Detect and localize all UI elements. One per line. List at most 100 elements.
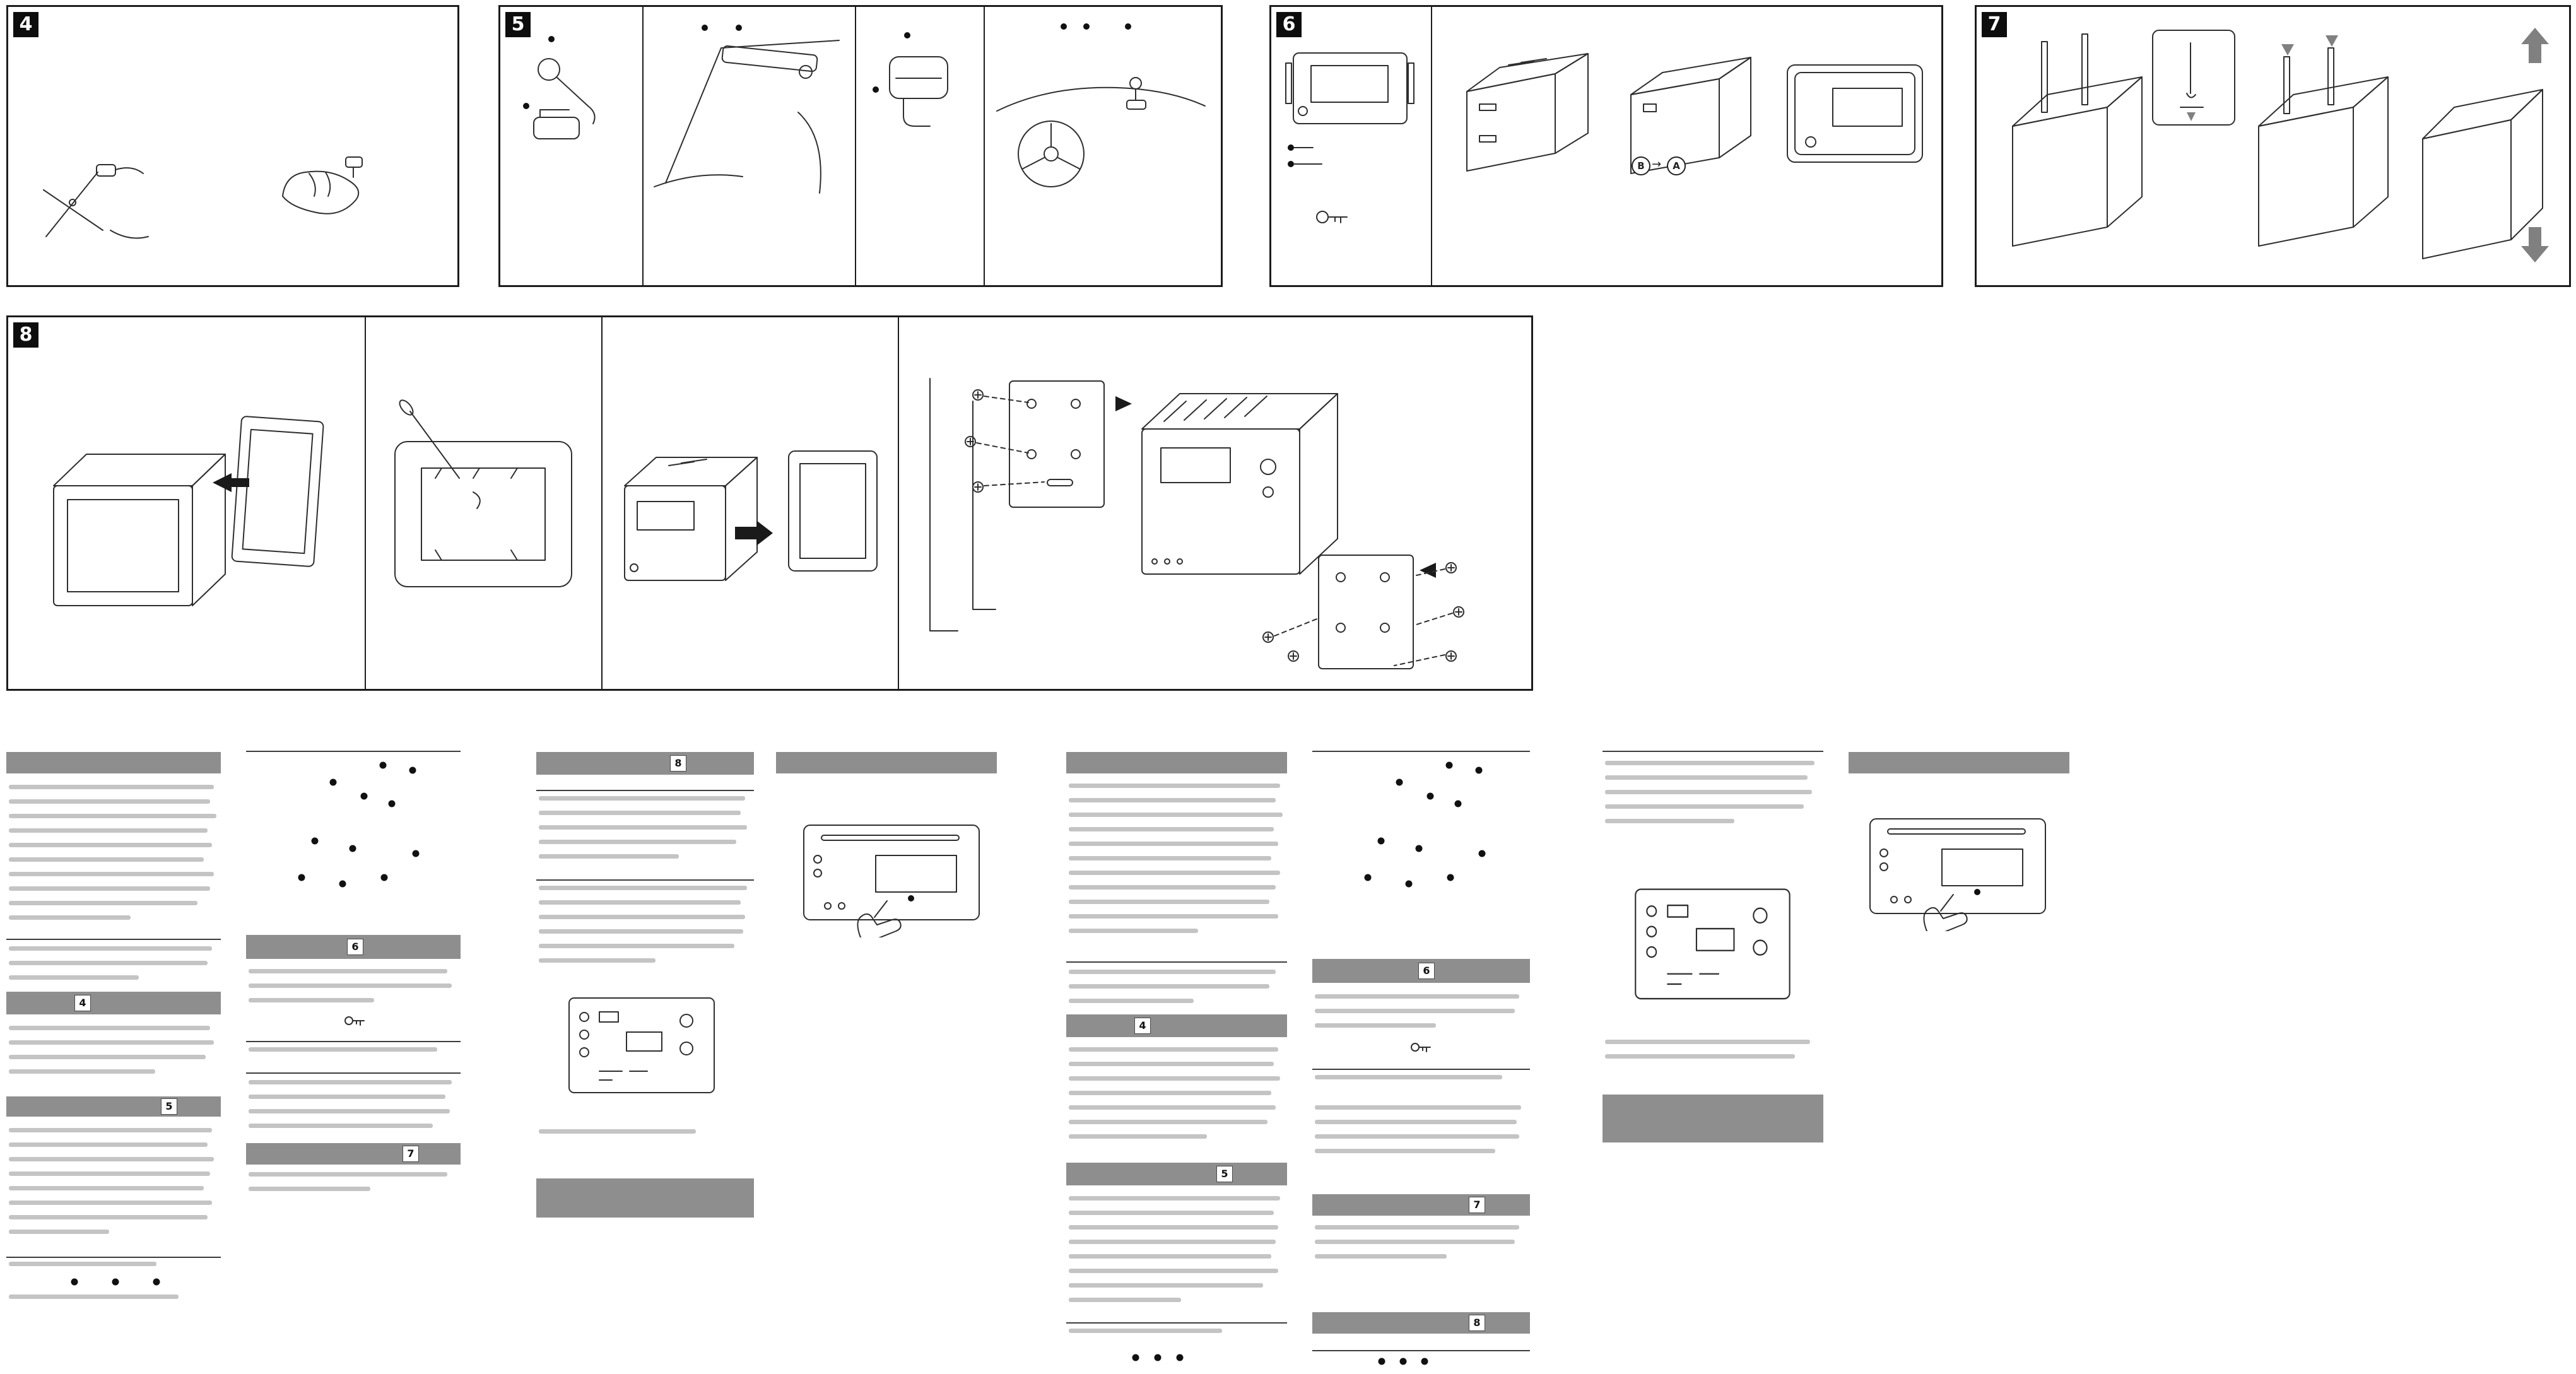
section-header: 8 xyxy=(536,752,754,775)
section-header xyxy=(776,752,997,773)
bullet-dot xyxy=(1426,792,1434,800)
step-number-label: 6 xyxy=(1282,13,1296,35)
bullet-dot xyxy=(71,1278,78,1286)
paragraph-placeholder xyxy=(249,1047,458,1062)
text-line-placeholder xyxy=(539,958,656,963)
text-line-placeholder xyxy=(539,796,745,801)
section-step-number: 6 xyxy=(351,941,359,953)
step-panel-8: 8 xyxy=(6,315,1533,691)
illustration-dashboard-mic-mount xyxy=(996,23,1206,187)
section-header: 6 xyxy=(246,935,461,959)
callout-letter: A xyxy=(1673,160,1680,172)
text-line-placeholder xyxy=(9,1201,213,1205)
text-line-placeholder xyxy=(1069,798,1276,802)
section-header: 8 xyxy=(1312,1312,1530,1334)
text-line-placeholder xyxy=(1069,827,1274,831)
text-line-placeholder xyxy=(9,1157,215,1161)
text-line-placeholder xyxy=(249,1172,448,1177)
paragraph-placeholder xyxy=(9,946,218,990)
paragraph-placeholder xyxy=(249,1172,458,1201)
text-line-placeholder xyxy=(9,1262,156,1266)
text-line-placeholder xyxy=(249,1109,450,1113)
warning-header xyxy=(536,1178,754,1218)
text-line-placeholder xyxy=(539,915,745,919)
section-header: 5 xyxy=(6,1096,221,1117)
text-line-placeholder xyxy=(249,1124,433,1128)
text-line-placeholder xyxy=(1069,1134,1207,1139)
divider xyxy=(1603,751,1823,752)
text-line-placeholder xyxy=(539,1129,697,1134)
section-step-badge: 7 xyxy=(403,1146,419,1162)
text-line-placeholder xyxy=(9,1142,208,1147)
illustration-dash-opening-tabs xyxy=(394,399,572,587)
paragraph-placeholder xyxy=(1069,1329,1271,1343)
divider xyxy=(246,1072,461,1074)
section-step-number: 4 xyxy=(1139,1019,1146,1031)
release-key-icon xyxy=(344,1016,365,1026)
text-line-placeholder xyxy=(1069,1120,1267,1124)
divider xyxy=(246,1041,461,1042)
text-line-placeholder xyxy=(1069,1091,1272,1095)
text-line-placeholder xyxy=(1069,1283,1263,1288)
bullet-dot xyxy=(1478,850,1486,857)
illustration-bracket-screw-exploded-view xyxy=(929,378,1464,669)
text-line-placeholder xyxy=(9,886,210,891)
illustration-tool-clip-left xyxy=(43,164,149,239)
paragraph-placeholder xyxy=(9,1128,218,1244)
bullet-dot xyxy=(153,1278,160,1286)
illustration-rear-connector-panel xyxy=(568,997,715,1093)
text-line-placeholder xyxy=(9,1171,210,1176)
panel-divider xyxy=(642,7,644,285)
bullet-dot xyxy=(388,800,396,807)
text-line-placeholder xyxy=(9,872,215,876)
bullet-dot xyxy=(1377,837,1385,845)
paragraph-placeholder xyxy=(1069,784,1285,943)
step-number-badge: 4 xyxy=(13,12,38,37)
text-line-placeholder xyxy=(539,944,735,948)
paragraph-placeholder xyxy=(249,969,458,1013)
text-line-placeholder xyxy=(1069,813,1283,817)
text-line-placeholder xyxy=(249,1047,437,1052)
paragraph-placeholder xyxy=(9,1262,198,1276)
bullet-dot xyxy=(1475,766,1483,774)
section-header: 7 xyxy=(246,1143,461,1165)
arrow-right-icon: → xyxy=(1652,159,1661,170)
text-line-placeholder xyxy=(1069,856,1272,860)
section-step-badge: 5 xyxy=(1216,1166,1233,1182)
section-header xyxy=(1066,752,1287,773)
text-line-placeholder xyxy=(1315,994,1519,999)
paragraph-placeholder xyxy=(1315,1075,1527,1089)
text-line-placeholder xyxy=(539,854,679,859)
text-line-placeholder xyxy=(1069,929,1199,933)
bullet-dot xyxy=(1378,1358,1385,1365)
paragraph-placeholder xyxy=(539,886,751,973)
step-number-label: 4 xyxy=(19,13,33,35)
text-line-placeholder xyxy=(1069,914,1278,919)
key-callout-a: A xyxy=(1667,156,1686,175)
panel-divider xyxy=(1431,7,1432,285)
illustration-rear-connector-panel xyxy=(1635,888,1791,1000)
text-line-placeholder xyxy=(1069,1329,1223,1333)
step-number-badge: 6 xyxy=(1276,12,1302,37)
text-line-placeholder xyxy=(539,886,748,890)
divider xyxy=(246,751,461,752)
illustration-unit-slide-into-dash xyxy=(624,450,878,581)
bullet-dot xyxy=(1405,880,1413,888)
text-line-placeholder xyxy=(1605,1054,1795,1059)
text-line-placeholder xyxy=(1605,1040,1810,1044)
bullet-dot xyxy=(1415,845,1423,852)
bullet-dot xyxy=(311,837,319,845)
text-line-placeholder xyxy=(1315,1254,1447,1259)
text-line-placeholder xyxy=(539,929,743,934)
text-line-placeholder xyxy=(1315,1023,1437,1028)
bullet-dot xyxy=(1132,1354,1139,1361)
step-panel-6: 6 xyxy=(1269,5,1943,287)
text-line-placeholder xyxy=(249,1187,370,1191)
text-line-placeholder xyxy=(249,1095,446,1099)
text-line-placeholder xyxy=(1605,775,1808,780)
text-line-placeholder xyxy=(9,1186,204,1190)
paragraph-placeholder xyxy=(1315,1225,1527,1269)
bullet-dot xyxy=(409,766,416,774)
paragraph-placeholder xyxy=(1605,761,1821,833)
